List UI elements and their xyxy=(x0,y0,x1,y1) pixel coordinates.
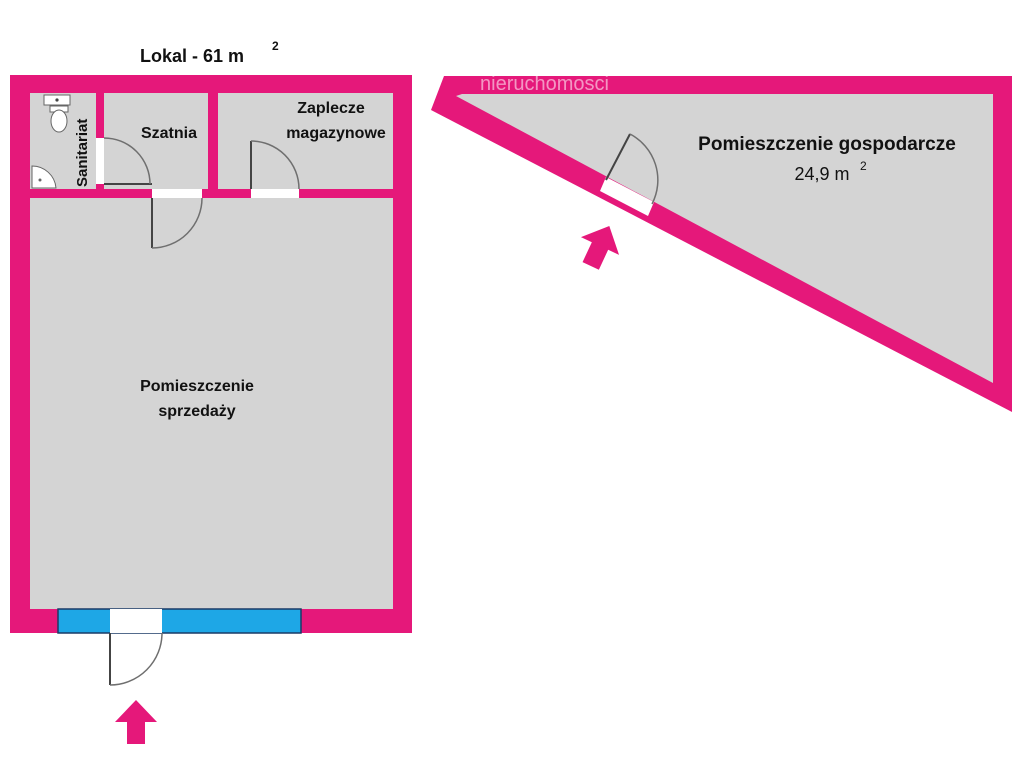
sink-icon xyxy=(43,94,71,106)
door-opening-gospodarcze xyxy=(600,177,654,216)
toilet-icon xyxy=(49,105,69,133)
room-area-gospodarcze-sup: 2 xyxy=(860,159,867,173)
room-label-sprzedaz-1: Pomieszczenie xyxy=(140,378,254,395)
shower-icon xyxy=(31,165,57,189)
door-opening-entrance xyxy=(110,609,162,633)
room-label-szatnia: Szatnia xyxy=(141,125,197,142)
lokal-title-sup: 2 xyxy=(272,39,279,53)
triangle-floor xyxy=(456,94,993,383)
room-area-gospodarcze: 24,9 m xyxy=(794,164,849,184)
room-zaplecze-floor xyxy=(218,93,393,189)
room-label-zaplecze-2: magazynowe xyxy=(286,125,386,142)
lokal-title: Lokal - 61 m xyxy=(140,46,244,66)
door-opening-zaplecze xyxy=(251,189,299,198)
unit-lokal: Lokal - 61 m 2 Sanitariat Szatnia Zaplec… xyxy=(10,39,412,744)
arrow-up-icon xyxy=(580,226,620,270)
door-swing-icon xyxy=(103,137,300,686)
door-swing-icon xyxy=(605,133,659,205)
unit-gospodarcze: nieruchomosci Pomieszczenie gospodarcze … xyxy=(431,73,1012,412)
room-sprzedaz-floor xyxy=(30,198,393,609)
room-label-gospodarcze: Pomieszczenie gospodarcze xyxy=(698,134,956,155)
room-label-zaplecze-1: Zaplecze xyxy=(297,100,365,117)
front-window xyxy=(57,608,302,634)
watermark: nieruchomosci xyxy=(480,73,609,95)
door-opening-sanitariat xyxy=(96,138,104,184)
door-opening-szatnia xyxy=(152,189,202,198)
room-label-sanitariat: Sanitariat xyxy=(74,119,91,187)
arrow-up-icon xyxy=(115,700,157,744)
room-label-sprzedaz-2: sprzedaży xyxy=(158,403,235,420)
